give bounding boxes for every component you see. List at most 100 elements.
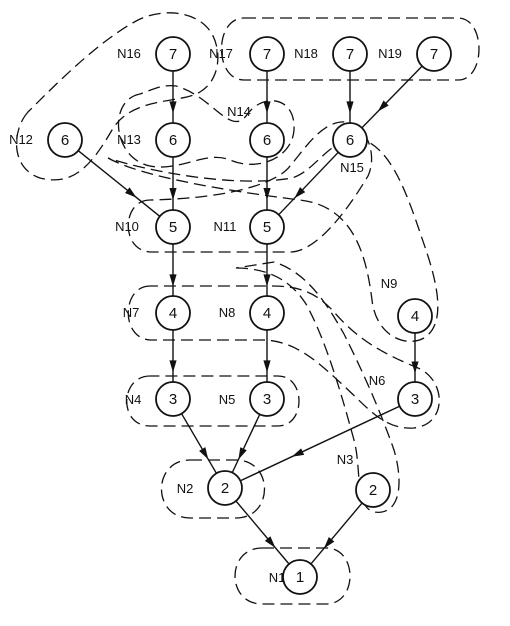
edge-n12-n10	[77, 150, 161, 217]
node-value: 1	[296, 569, 304, 586]
dashed-groups	[16, 12, 480, 605]
group-n8-n3	[235, 261, 400, 513]
node-circle	[155, 36, 191, 72]
node-n10: 5 N10	[115, 209, 191, 245]
edge-layer	[77, 65, 423, 565]
node-label: N13	[117, 132, 141, 147]
node-label: N6	[369, 373, 386, 388]
edge-n3-n1	[310, 502, 363, 565]
node-circle	[207, 470, 243, 506]
group-n2	[160, 459, 266, 519]
arrowhead-icon	[263, 274, 271, 287]
edge-n2-n1	[235, 500, 290, 565]
arrowhead-icon	[291, 448, 305, 457]
node-label: N4	[125, 392, 142, 407]
node-label: N12	[9, 132, 33, 147]
node-circle	[249, 209, 285, 245]
node-circle	[397, 381, 433, 417]
node-circle	[155, 295, 191, 331]
node-circle	[249, 295, 285, 331]
group-n10-n11-n15	[127, 121, 373, 253]
node-label: N15	[340, 160, 364, 175]
arrowhead-icon	[238, 447, 247, 460]
node-label: N10	[115, 219, 139, 234]
node-circle	[249, 122, 285, 158]
node-value: 3	[169, 391, 177, 408]
node-n6: 3 N6	[369, 373, 433, 417]
node-circle	[155, 381, 191, 417]
group-n12-n16-n13	[16, 12, 219, 181]
node-circle	[416, 36, 452, 72]
node-n3: 2 N3	[337, 452, 391, 508]
node-circle	[155, 122, 191, 158]
node-circle	[155, 209, 191, 245]
node-label: N11	[214, 219, 237, 234]
node-n9: 4N9	[381, 276, 433, 334]
node-value: 7	[430, 46, 438, 63]
node-circle	[282, 559, 318, 595]
arrowhead-icon	[294, 187, 306, 199]
node-value: 6	[61, 132, 69, 149]
group-n13-n14	[117, 84, 295, 168]
node-label: N7	[123, 305, 140, 320]
node-value: 4	[263, 305, 271, 322]
node-value: 2	[221, 480, 229, 497]
node-n7: 4 N7	[123, 295, 191, 331]
arrowhead-icon	[125, 187, 137, 198]
edge-n19-n15	[361, 65, 423, 129]
node-label: N16	[117, 46, 141, 61]
node-label: N9	[381, 276, 398, 291]
node-value: 2	[369, 482, 377, 499]
arrowhead-icon	[263, 360, 271, 373]
arrowhead-icon	[169, 187, 177, 200]
node-circle	[47, 122, 83, 158]
edge-n15-n11	[278, 151, 339, 216]
group-n10-n11-n9	[107, 138, 439, 342]
group-n7-n8-n6	[127, 285, 440, 429]
node-value: 4	[169, 305, 177, 322]
node-label: N14	[227, 104, 251, 119]
group-n17-n18-n19	[220, 17, 480, 81]
arrowhead-icon	[346, 101, 354, 114]
node-label: N19	[378, 46, 402, 61]
node-circle	[249, 381, 285, 417]
node-n2: 2N2	[177, 470, 243, 506]
node-circle	[332, 36, 368, 72]
node-label: N18	[294, 46, 318, 61]
node-n4: 3 N4	[125, 381, 191, 417]
node-n8: 4N8	[219, 295, 285, 331]
arrowhead-icon	[411, 361, 419, 374]
node-label: N5	[219, 392, 236, 407]
node-value: 3	[411, 391, 419, 408]
node-n1: 1 N1	[269, 559, 318, 595]
arrowhead-icon	[199, 447, 209, 460]
group-n4-n5	[126, 375, 300, 427]
node-label: N3	[337, 452, 354, 467]
node-value: 3	[263, 391, 271, 408]
node-n16: 7 N16	[117, 36, 191, 72]
node-circle	[249, 36, 285, 72]
arrowhead-icon	[377, 100, 389, 112]
edge-n5-n2	[231, 414, 261, 473]
node-circle	[355, 472, 391, 508]
node-n19: 7 N19	[378, 36, 452, 72]
arrowhead-icon	[323, 537, 335, 549]
node-label: N17	[209, 46, 233, 61]
arrowhead-icon	[263, 187, 271, 200]
node-value: 7	[169, 46, 177, 63]
node-n5: 3 N5	[219, 381, 285, 417]
arrowhead-icon	[263, 101, 271, 114]
node-label: N1	[269, 570, 286, 585]
arrowhead-icon	[264, 536, 276, 548]
node-value: 5	[169, 219, 177, 236]
node-n12: 6 N12	[9, 122, 83, 158]
edge-n6-n2	[240, 405, 400, 482]
